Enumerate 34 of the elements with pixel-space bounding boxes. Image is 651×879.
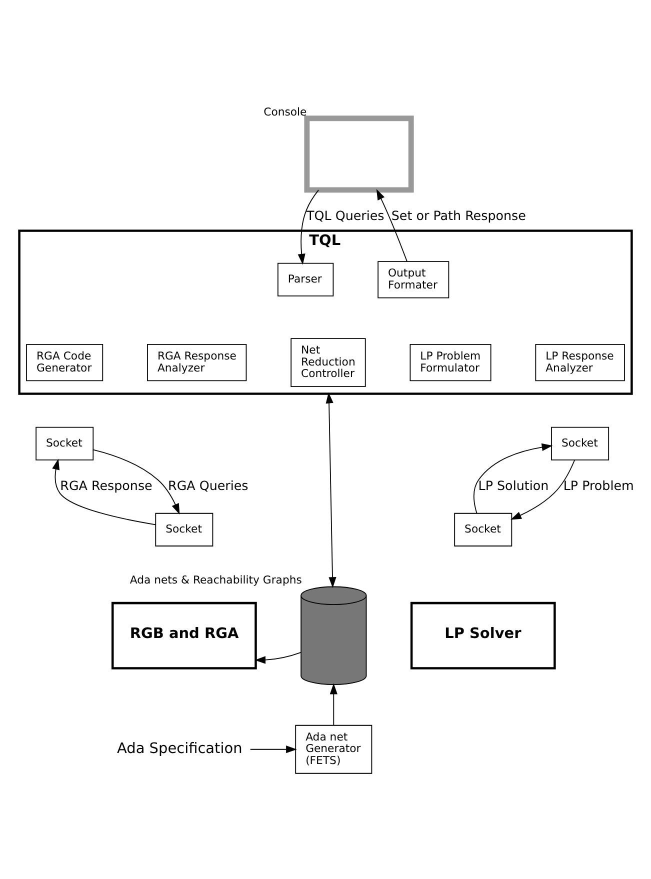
arrow [376, 188, 408, 262]
node-box: Parser [277, 262, 334, 296]
arrow [52, 458, 156, 525]
arrow [330, 682, 338, 726]
node-box: Socket [551, 426, 610, 460]
node-text: Ada Specification [116, 740, 242, 756]
node-label: Console [264, 104, 307, 118]
arrow [254, 651, 302, 664]
node-box: Socket [454, 512, 512, 546]
node-box: RGA Code Generator [26, 343, 104, 381]
node-box: LP Response Analyzer [535, 343, 625, 381]
arrow [93, 448, 180, 514]
edge-label: RGA Response [60, 478, 152, 493]
node-box: Ada net Generator (FETS) [295, 724, 372, 774]
node-box: RGA Response Analyzer [147, 343, 247, 381]
node-box: RGB and RGA [111, 601, 257, 669]
node-monitor [304, 115, 414, 192]
node-box: LP Solver [410, 601, 556, 669]
node-box: Socket [155, 512, 214, 546]
node-box: LP Problem Formulator [410, 343, 492, 381]
edge-label: LP Problem [563, 478, 634, 493]
arrow [474, 442, 553, 514]
edge-label: LP Solution [478, 478, 549, 493]
node-label: Ada nets & Reachability Graphs [130, 573, 302, 586]
arrow [298, 189, 319, 264]
edge-label: Set or Path Response [391, 208, 526, 223]
node-box: Socket [36, 426, 94, 460]
arrow [510, 459, 576, 520]
node-box: Output Formater [378, 260, 450, 298]
arrow [326, 392, 336, 588]
edge-label: TQL Queries [306, 208, 384, 223]
node-box: Net Reduction Controller [290, 338, 366, 386]
edge-label: RGA Queries [168, 478, 248, 493]
arrow [250, 745, 297, 753]
